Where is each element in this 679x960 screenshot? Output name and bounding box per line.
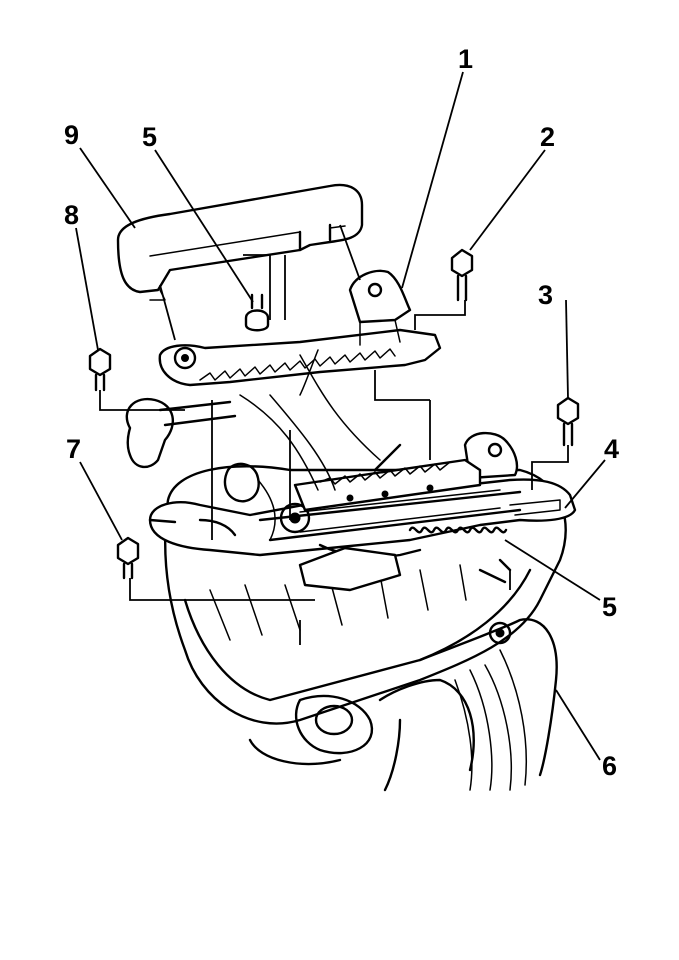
callout-5-upper: 5 — [142, 122, 157, 152]
seat-cushion-frame — [163, 465, 567, 766]
callout-3: 3 — [538, 280, 553, 310]
upper-adjuster-track — [125, 269, 442, 491]
callout-6: 6 — [602, 751, 617, 781]
wire-harness — [223, 443, 402, 541]
callout-leaders — [75, 71, 606, 761]
callout-5-lower: 5 — [602, 592, 617, 622]
callout-8: 8 — [64, 200, 79, 230]
callout-2: 2 — [540, 122, 555, 152]
callout-9: 9 — [64, 120, 79, 150]
callout-4: 4 — [604, 434, 619, 464]
lower-riser — [378, 618, 558, 792]
screw-5-upper — [244, 293, 270, 332]
bolt-8 — [88, 347, 112, 392]
assembly-guide-lines — [99, 224, 569, 645]
bolt-2 — [450, 248, 474, 302]
callout-7: 7 — [66, 434, 81, 464]
callout-1: 1 — [458, 44, 473, 74]
adjuster-cover — [116, 183, 364, 301]
bolt-3 — [556, 396, 580, 447]
lower-adjuster-track — [148, 431, 577, 592]
bolt-7 — [116, 536, 140, 580]
